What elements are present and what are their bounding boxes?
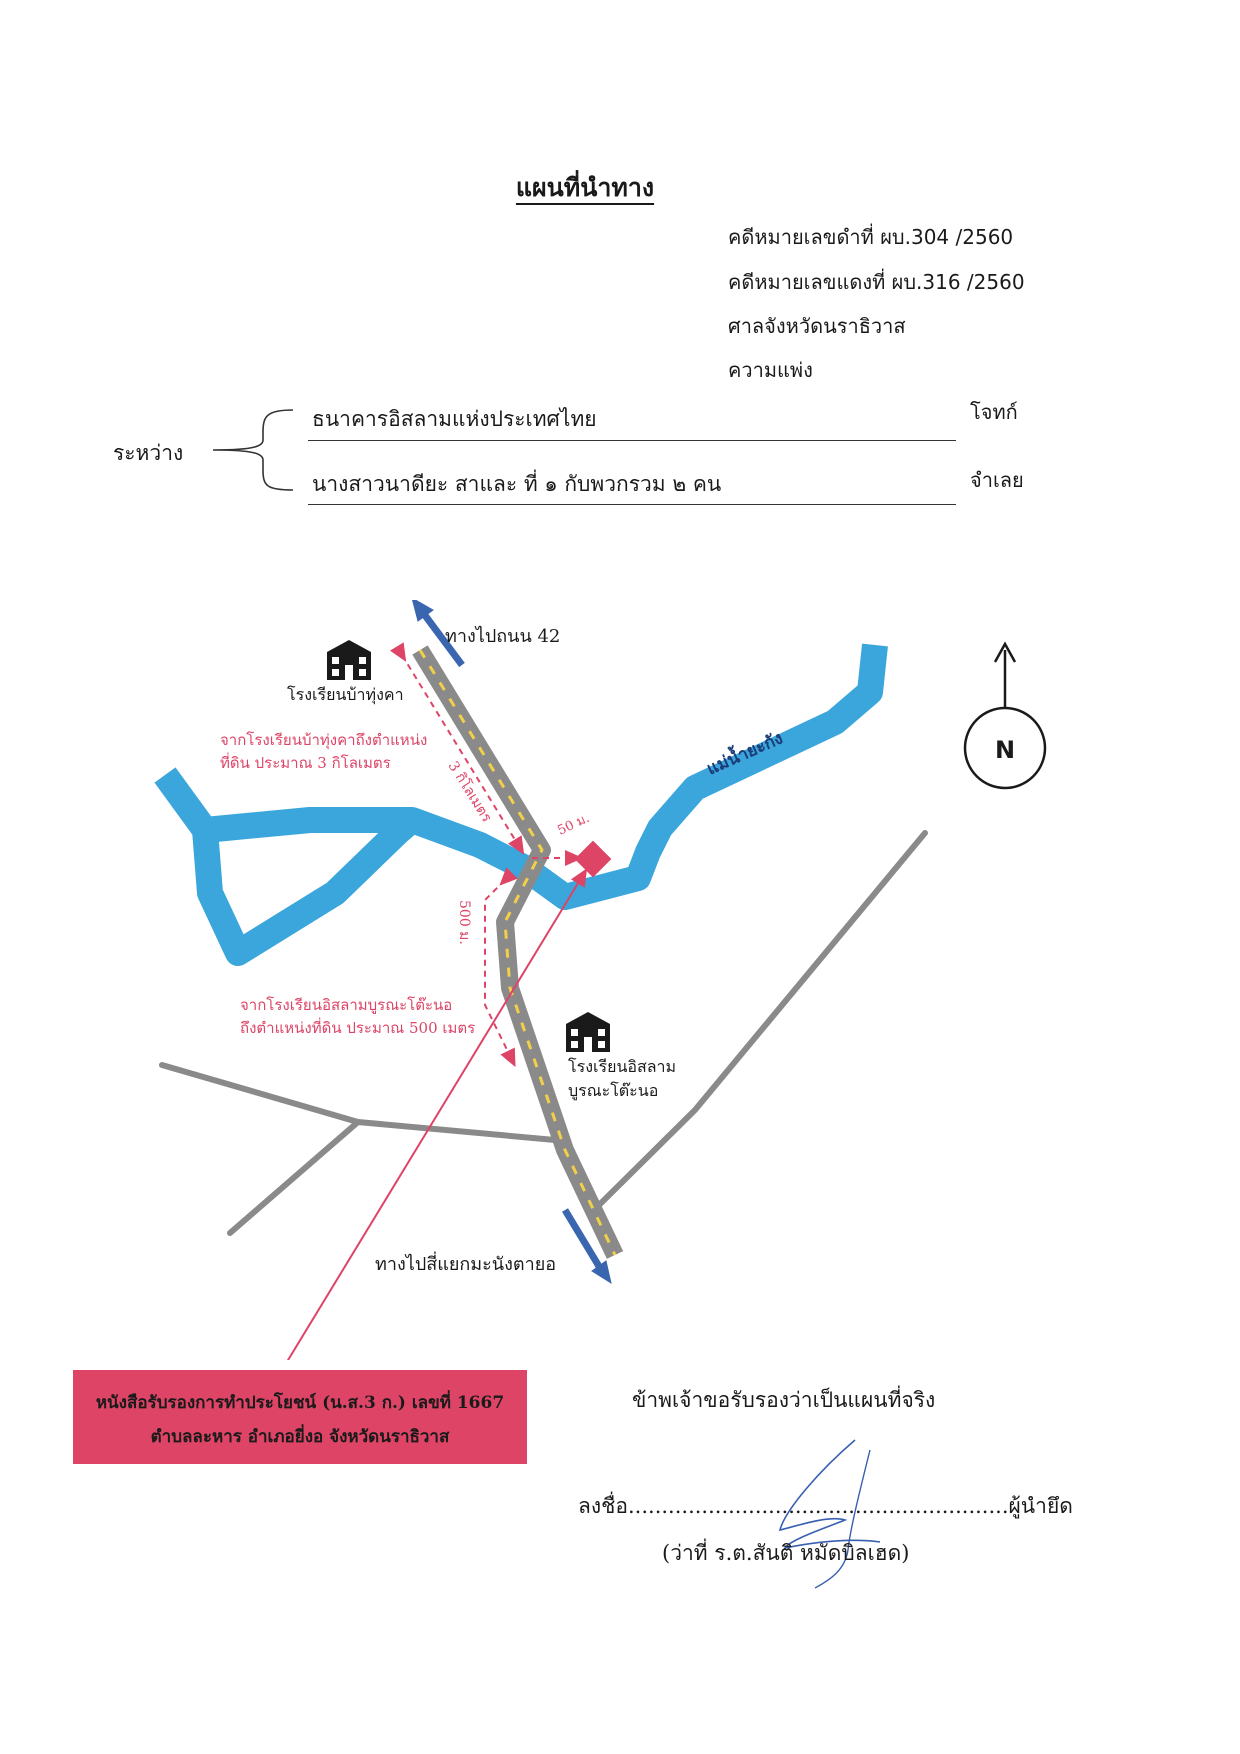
road-south-label: ทางไปสี่แยกมะนังตายอ [375,1251,556,1275]
page-title: แผนที่นำทาง [515,173,655,202]
case-type: ความแพ่ง [728,358,813,382]
deed-line1: หนังสือรับรองการทำประโยชน์ (น.ส.3 ก.) เล… [95,1393,505,1413]
north-label: N [995,736,1015,764]
court-name: ศาลจังหวัดนราธิวาส [728,314,906,338]
direction-arrows [412,600,612,1285]
red-case-number: คดีหมายเลขแดงที่ ผบ.316 /2560 [728,270,1025,294]
north-distance-note-line1: จากโรงเรียนบ้าทุ่งคาถึงตำแหน่ง [220,731,427,750]
sign-prefix: ลงชื่อ [578,1494,628,1518]
handwritten-signature [778,1439,881,1589]
sign-suffix: ผู้นำยึด [1008,1494,1073,1518]
south-arrow-label: 500 ม. [456,900,472,945]
main-road [412,645,624,1259]
plot-offset-label: 50 ม. [555,811,592,839]
school-icon [327,640,371,680]
school-north-name: โรงเรียนบ้าทุ่งคา [287,685,404,705]
deed-leader-line [286,868,588,1360]
plaintiff-underline [308,440,956,441]
deed-line2: ตำบลละหาร อำเภอยี่งอ จังหวัดนราธิวาส [150,1427,450,1447]
south-distance-note-line1: จากโรงเรียนอิสลามบูรณะโต๊ะนอ [240,996,452,1014]
plaintiff-name: ธนาคารอิสลามแห่งประเทศไทย [312,407,597,431]
party-brace [212,409,294,491]
defendant-underline [308,504,956,505]
defendant-name: นางสาวนาดียะ สาและ ที่ ๑ กับพวกรวม ๒ คน [312,472,722,496]
plaintiff-role: โจทก์ [970,400,1018,424]
black-case-number: คดีหมายเลขดำที่ ผบ.304 /2560 [728,225,1014,249]
school-south-name-line1: โรงเรียนอิสลาม [568,1057,676,1076]
distance-arrows [389,642,583,1068]
side-roads [159,830,928,1236]
land-plot-marker [574,840,612,878]
school-south-name-line2: บูรณะโต๊ะนอ [568,1081,658,1101]
between-label: ระหว่าง [113,441,184,465]
north-compass: N [963,641,1047,790]
deed-certificate-box: หนังสือรับรองการทำประโยชน์ (น.ส.3 ก.) เล… [73,1370,527,1464]
sign-dots: ........................................… [628,1494,1009,1518]
south-distance-note-line2: ถึงตำแหน่งที่ดิน ประมาณ 500 เมตร [240,1017,475,1037]
north-distance-note-line2: ที่ดิน ประมาณ 3 กิโลเมตร [220,752,391,772]
route-map: แม่น้ำยะกัง ทางไปถนน 42 ทางไปสี่แยกมะนัง… [154,600,1047,1360]
defendant-role: จำเลย [970,468,1024,492]
school-icon [566,1012,610,1052]
signature-line: ลงชื่อ..................................… [578,1490,1073,1523]
certification-statement: ข้าพเจ้าขอรับรองว่าเป็นแผนที่จริง [632,1388,936,1412]
signer-name: (ว่าที่ ร.ต.สันติ หมัดบิลเฮด) [662,1541,910,1565]
road-north-label: ทางไปถนน 42 [445,625,560,647]
